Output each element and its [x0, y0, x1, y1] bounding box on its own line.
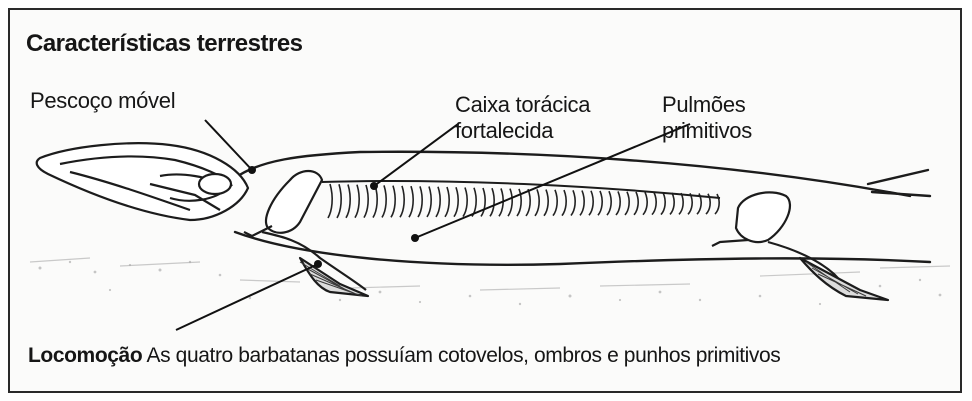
rib	[589, 191, 593, 216]
rib	[382, 185, 386, 217]
rib	[607, 191, 611, 215]
label-ribcage: Caixa torácica fortalecida	[455, 92, 590, 144]
rib	[463, 187, 467, 216]
label-movable-neck: Pescoço móvel	[30, 88, 175, 114]
rib-cage	[328, 184, 719, 218]
ground-texture	[39, 261, 942, 305]
rib	[616, 191, 620, 215]
rib	[328, 184, 332, 218]
rib	[436, 187, 440, 217]
rib	[481, 188, 485, 216]
rib	[427, 187, 431, 217]
label-lungs-line1: Pulmões	[662, 92, 752, 118]
rib	[400, 186, 404, 217]
diagram-title: Características terrestres	[26, 30, 303, 58]
rib	[373, 185, 377, 217]
rib	[598, 191, 602, 215]
rib	[409, 186, 413, 217]
rib	[625, 192, 629, 215]
rib	[355, 185, 359, 218]
rib	[562, 190, 566, 216]
caption: Locomoção As quatro barbatanas possuíam …	[28, 344, 780, 368]
label-ribcage-line2: fortalecida	[455, 118, 590, 144]
hind-limb	[712, 192, 888, 300]
rib	[553, 190, 557, 216]
rib	[490, 188, 494, 216]
rib	[526, 189, 530, 216]
rib	[391, 186, 395, 218]
caption-heading: Locomoção	[28, 344, 142, 367]
rib	[418, 186, 422, 217]
rib	[535, 189, 539, 216]
rib	[661, 193, 665, 215]
rib	[337, 184, 341, 218]
label-lungs-line2: primitivos	[662, 118, 752, 144]
label-ribcage-line1: Caixa torácica	[455, 92, 590, 118]
rib	[517, 189, 521, 216]
rib	[688, 193, 692, 214]
rib	[580, 191, 584, 216]
rib	[544, 190, 548, 216]
limb-pointer	[176, 264, 318, 330]
rib	[643, 192, 647, 215]
rib	[679, 193, 683, 214]
ground-strokes	[30, 258, 950, 290]
label-lungs: Pulmões primitivos	[662, 92, 752, 144]
rib	[445, 187, 449, 217]
rib	[346, 184, 350, 217]
caption-text: As quatro barbatanas possuíam cotovelos,…	[147, 344, 781, 367]
ribcage-pointer	[374, 124, 458, 186]
rib	[508, 189, 512, 216]
rib	[571, 190, 575, 215]
rib	[670, 193, 674, 215]
rib	[454, 187, 458, 216]
rib	[634, 192, 638, 215]
rib	[652, 192, 656, 214]
head-skull	[37, 143, 248, 220]
rib	[364, 185, 368, 218]
